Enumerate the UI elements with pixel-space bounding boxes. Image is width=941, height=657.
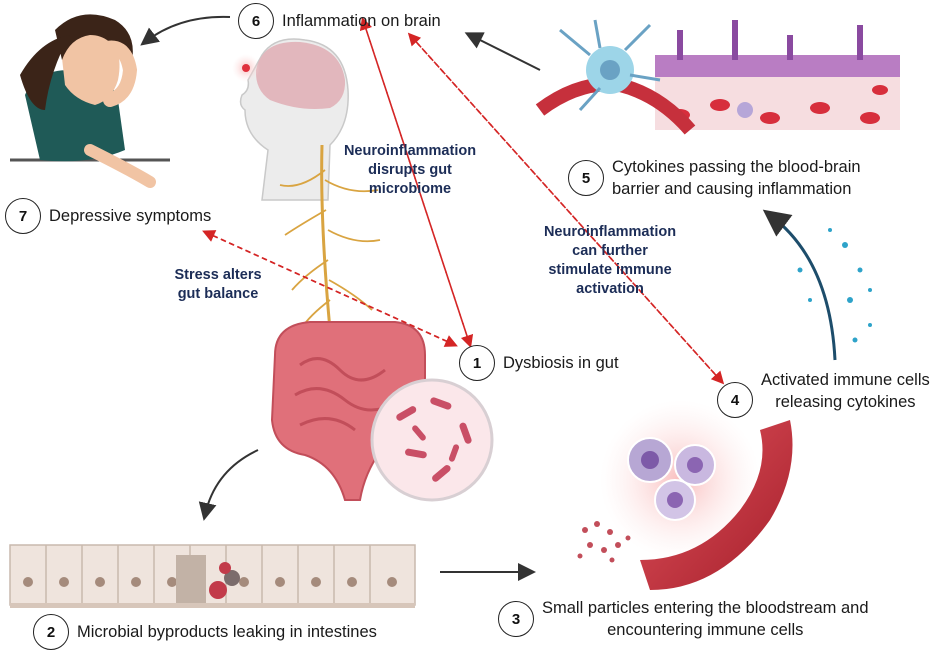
step-3: 3 Small particles entering the bloodstre… xyxy=(498,597,869,641)
annotation-neuro-gut-line-2: disrupts gut xyxy=(368,162,452,178)
step-6-label: Inflammation on brain xyxy=(282,12,441,30)
arrow-brain-to-person xyxy=(140,15,231,46)
step-1-number: 1 xyxy=(459,345,495,381)
step-2-number: 2 xyxy=(33,614,69,650)
step-7-label: Depressive symptoms xyxy=(49,207,212,225)
annotation-neuro-gut-line-1: Neuroinflammation xyxy=(343,143,477,159)
annotation-neuro-immune-line-2: can further xyxy=(572,243,648,259)
step-4-label: Activated immune cells releasing cytokin… xyxy=(761,369,930,413)
step-3-label-line-1: Small particles entering the bloodstream… xyxy=(542,599,869,617)
dashed-arrow-brain-to-immune xyxy=(409,34,725,385)
step-3-label-line-2: encountering immune cells xyxy=(607,621,804,639)
annotation-neuro-immune-line-1: Neuroinflammation xyxy=(543,224,677,240)
step-5-label-line-2: barrier and causing inflammation xyxy=(612,180,852,198)
solid-arrows xyxy=(140,15,541,581)
annotation-stress-line-2: gut balance xyxy=(177,286,259,302)
gut-bacteria-magnified-illustration xyxy=(370,378,494,502)
step-4-number: 4 xyxy=(717,382,753,418)
annotation-stress: Stress alters gut balance xyxy=(158,266,278,304)
annotation-neuro-gut-line-3: microbiome xyxy=(368,181,452,197)
arrow-gut-to-epithelium xyxy=(198,449,259,521)
step-4-label-line-2: releasing cytokines xyxy=(775,393,916,411)
step-5-label-line-1: Cytokines passing the blood-brain xyxy=(612,158,861,176)
step-1: 1 Dysbiosis in gut xyxy=(459,345,619,381)
dashed-arrow-immune-to-brain xyxy=(407,32,723,383)
step-2-label: Microbial byproducts leaking in intestin… xyxy=(77,623,377,641)
immune-cells-blood-vessel-illustration xyxy=(577,400,793,590)
intestinal-epithelium-illustration xyxy=(9,544,416,608)
step-3-label: Small particles entering the bloodstream… xyxy=(542,597,869,641)
step-6-number: 6 xyxy=(238,3,274,39)
step-5-label: Cytokines passing the blood-brain barrie… xyxy=(612,156,861,200)
arrow-barrier-to-brain xyxy=(464,32,541,71)
step-6: 6 Inflammation on brain xyxy=(238,3,441,39)
step-3-number: 3 xyxy=(498,601,534,637)
dashed-arrow-depression-to-gut xyxy=(204,231,458,347)
blood-brain-barrier-illustration xyxy=(535,19,900,135)
depressed-person-illustration xyxy=(10,14,170,188)
step-4-label-line-1: Activated immune cells xyxy=(761,371,930,389)
annotation-neuro-immune-line-3: stimulate immune xyxy=(548,262,672,278)
step-7: 7 Depressive symptoms xyxy=(5,198,211,234)
annotation-stress-line-1: Stress alters xyxy=(174,267,262,283)
step-1-label: Dysbiosis in gut xyxy=(503,354,619,372)
step-2: 2 Microbial byproducts leaking in intest… xyxy=(33,614,377,650)
cytokine-particles-illustration xyxy=(762,209,872,361)
annotation-neuro-immune-line-4: activation xyxy=(576,281,644,297)
dashed-arrow-gut-to-brain xyxy=(359,16,471,346)
annotation-neuroinflammation-immune: Neuroinflammation can further stimulate … xyxy=(535,223,685,299)
annotation-neuroinflammation-gut: Neuroinflammation disrupts gut microbiom… xyxy=(340,142,480,199)
step-5-number: 5 xyxy=(568,160,604,196)
dashed-arrows xyxy=(202,16,725,385)
human-nervous-system-illustration xyxy=(232,38,381,331)
step-5: 5 Cytokines passing the blood-brain barr… xyxy=(568,156,861,200)
step-4: 4 Activated immune cells releasing cytok… xyxy=(717,371,930,418)
step-7-number: 7 xyxy=(5,198,41,234)
